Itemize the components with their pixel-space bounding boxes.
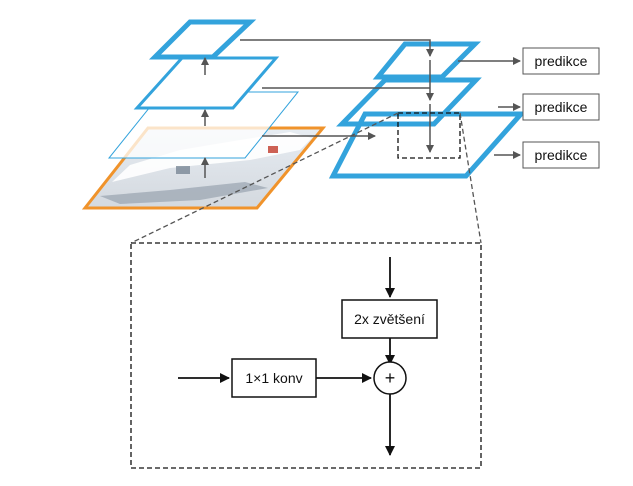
prediction-label: predikce [535, 53, 588, 69]
zoom-region [397, 112, 461, 159]
top-down-layer-2 [336, 77, 482, 127]
prediction-box-2: predikce [522, 93, 600, 121]
prediction-label: predikce [535, 99, 588, 115]
prediction-arrows [458, 57, 521, 159]
prediction-box-1: predikce [522, 47, 600, 75]
sum-node: + [373, 361, 407, 395]
top-down-layer-1 [372, 41, 482, 80]
conv-label: 1×1 konv [245, 370, 302, 386]
zoom-line-right [459, 112, 482, 244]
prediction-box-3: predikce [522, 141, 600, 169]
plus-symbol: + [385, 368, 396, 388]
prediction-label: predikce [535, 147, 588, 163]
conv-block: 1×1 konv [231, 358, 317, 398]
detail-box [130, 242, 482, 469]
top-down-layer-3 [328, 111, 527, 179]
upsample-block: 2x zvětšení [341, 299, 438, 339]
zoom-line-left [130, 112, 399, 244]
bottom-up-layer-2 [133, 56, 280, 110]
upsample-label: 2x zvětšení [354, 311, 425, 327]
bottom-up-layer-3 [148, 19, 257, 60]
lateral-connections [240, 39, 434, 153]
